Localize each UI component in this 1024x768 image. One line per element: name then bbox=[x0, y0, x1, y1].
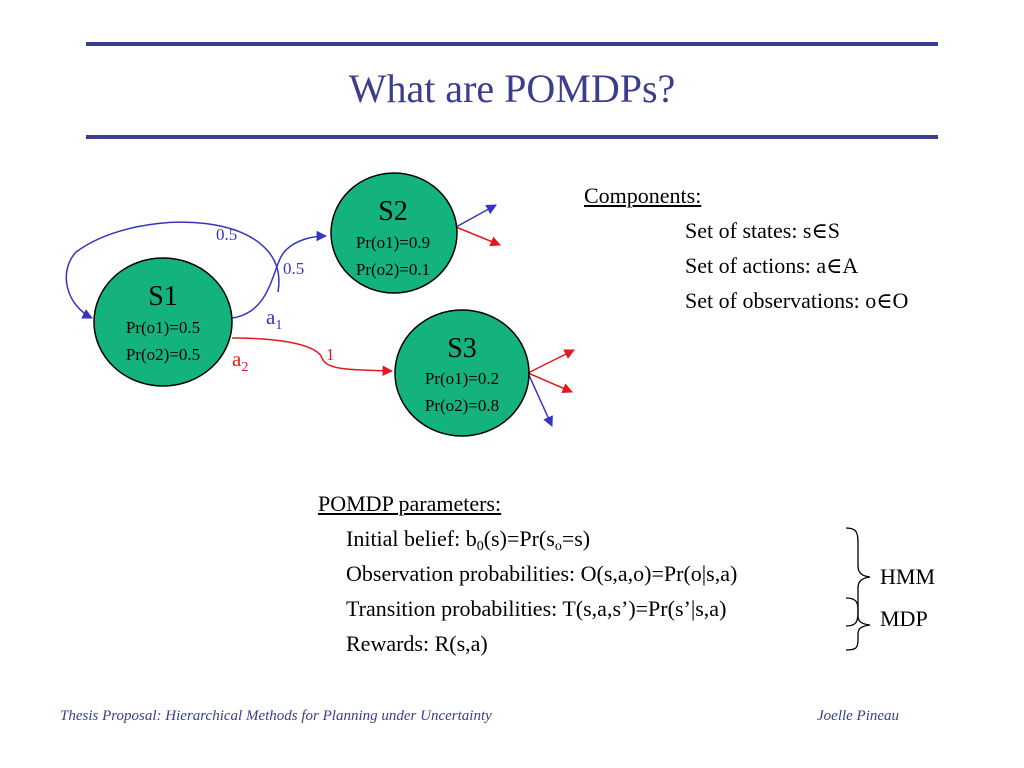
components-item-observations: Set of observations: o∈O bbox=[685, 288, 909, 313]
hmm-brace bbox=[845, 527, 871, 627]
edge-s1-self-loop bbox=[65, 221, 280, 319]
s3-out-blue bbox=[527, 372, 553, 427]
state-s1-node bbox=[93, 257, 233, 387]
footer-thesis-title: Thesis Proposal: Hierarchical Methods fo… bbox=[60, 708, 492, 724]
state-s2-node bbox=[330, 172, 458, 294]
s2-out-red bbox=[455, 226, 501, 247]
edge-label-s1-s3: 1 bbox=[326, 345, 335, 364]
title-rule-bottom bbox=[86, 135, 938, 139]
action-label-a2: a2 bbox=[232, 347, 248, 375]
state-s3-name: S3 bbox=[447, 333, 477, 364]
state-s2-pr-o2: Pr(o2)=0.1 bbox=[356, 260, 430, 279]
title-rule-top bbox=[86, 42, 938, 46]
mdp-brace bbox=[845, 597, 871, 651]
components-item-states: Set of states: s∈S bbox=[685, 218, 841, 243]
edge-s1-to-s2 bbox=[231, 230, 328, 319]
edge-label-s1-s2: 0.5 bbox=[283, 259, 304, 278]
components-item-actions: Set of actions: a∈A bbox=[685, 253, 859, 278]
params-initial-belief: Initial belief: b0(s)=Pr(so=s) bbox=[346, 526, 591, 554]
state-s2-pr-o1: Pr(o1)=0.9 bbox=[356, 233, 430, 252]
state-s3-pr-o2: Pr(o2)=0.8 bbox=[425, 396, 499, 415]
edge-s1-to-s3 bbox=[231, 337, 394, 377]
pomdp-parameters-block: POMDP parameters: Initial belief: b0(s)=… bbox=[318, 486, 737, 661]
params-transition-probabilities: Transition probabilities: T(s,a,s’)=Pr(s… bbox=[346, 596, 727, 621]
mdp-label: MDP bbox=[880, 606, 928, 631]
state-s2-name: S2 bbox=[378, 196, 408, 227]
s3-out-red-1 bbox=[527, 349, 575, 374]
s3-out-red-2 bbox=[527, 372, 573, 394]
params-heading: POMDP parameters: bbox=[318, 491, 502, 516]
state-s3-pr-o1: Pr(o1)=0.2 bbox=[425, 369, 499, 388]
state-s1-pr-o2: Pr(o2)=0.5 bbox=[126, 345, 200, 364]
s2-out-blue bbox=[455, 204, 497, 228]
action-label-a1: a1 bbox=[266, 305, 282, 333]
params-rewards: Rewards: R(s,a) bbox=[346, 631, 488, 656]
hmm-label: HMM bbox=[880, 564, 936, 589]
components-block: Components: Set of states: s∈S Set of ac… bbox=[584, 178, 908, 318]
state-s1-name: S1 bbox=[148, 281, 178, 312]
params-observation-probabilities: Observation probabilities: O(s,a,o)=Pr(o… bbox=[346, 561, 738, 586]
page-title: What are POMDPs? bbox=[348, 66, 676, 111]
footer-author: Joelle Pineau bbox=[817, 708, 900, 724]
edge-label-self-loop: 0.5 bbox=[216, 225, 237, 244]
state-s1-pr-o1: Pr(o1)=0.5 bbox=[126, 318, 200, 337]
state-s3-node bbox=[394, 309, 530, 437]
components-heading: Components: bbox=[584, 183, 702, 208]
